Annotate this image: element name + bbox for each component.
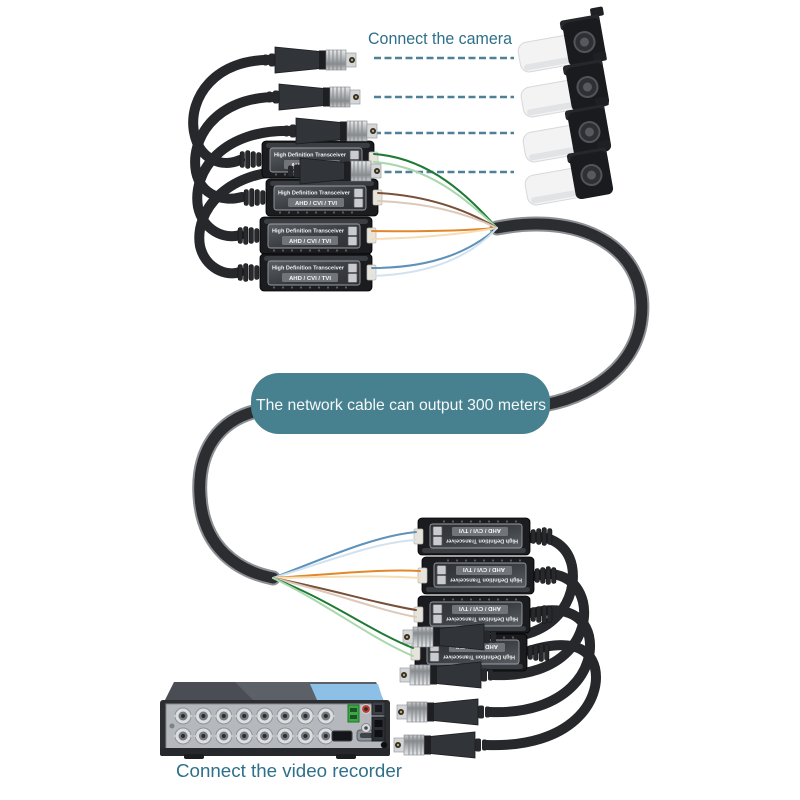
utp-blue-b bbox=[272, 531, 417, 579]
video-balun-4: High Definition Transceiver AHD / CVI / … bbox=[237, 253, 377, 292]
dvr-bottom-edge bbox=[160, 748, 390, 756]
balun-label-line1: High Definition Transceiver bbox=[443, 654, 515, 660]
utp-green-b bbox=[272, 577, 414, 649]
caption-connect-recorder: Connect the video recorder bbox=[176, 761, 402, 781]
strain-relief bbox=[239, 150, 262, 169]
balun-label-line1: High Definition Transceiver bbox=[274, 153, 346, 159]
top-pigtail-cables bbox=[188, 54, 303, 279]
camera-dashed-links bbox=[374, 56, 514, 174]
utp-brown-light bbox=[377, 200, 498, 229]
banner-text: The network cable can output 300 meters bbox=[256, 397, 546, 414]
utp-orange-light-b bbox=[272, 575, 421, 579]
pigtail-cable-3 bbox=[192, 125, 299, 242]
balun-label-line1: High Definition Transceiver bbox=[272, 266, 344, 272]
caption-connect-camera: Connect the camera bbox=[368, 29, 513, 48]
usb-slot bbox=[374, 730, 383, 737]
bnc-plug-6 bbox=[399, 661, 494, 689]
audio-terminal-block bbox=[347, 704, 360, 723]
video-balun-5: High Definition Transceiver AHD / CVI / … bbox=[413, 517, 553, 556]
screw bbox=[169, 723, 175, 729]
bnc-plug-8 bbox=[393, 731, 488, 759]
video-balun-6: High Definition Transceiver AHD / CVI / … bbox=[417, 556, 557, 595]
dvr-foot bbox=[184, 754, 204, 759]
balun-label-line1: High Definition Transceiver bbox=[446, 538, 518, 544]
pigtail-cable-8 bbox=[482, 640, 601, 751]
bnc-plug-3 bbox=[283, 117, 378, 145]
utp-blue-light bbox=[371, 227, 498, 277]
utp-green-light bbox=[373, 161, 498, 229]
utp-orange-b bbox=[272, 569, 421, 579]
balun-label-line1: High Definition Transceiver bbox=[272, 229, 344, 235]
balun-label-line1: High Definition Transceiver bbox=[446, 616, 518, 622]
hdmi-port bbox=[331, 730, 353, 742]
bnc-plug-5 bbox=[402, 623, 497, 651]
video-balun-7: High Definition Transceiver AHD / CVI / … bbox=[413, 595, 553, 634]
ethernet-slot bbox=[375, 705, 382, 712]
balun-label-line2: AHD / CVI / TVI bbox=[458, 605, 501, 611]
pigtail-cable-4 bbox=[194, 165, 303, 279]
balun-label-line2: AHD / CVI / TVI bbox=[295, 201, 338, 207]
rca-jack-red-center bbox=[364, 707, 368, 711]
dvr-foot bbox=[336, 754, 356, 759]
balun-label-line2: AHD / CVI / TVI bbox=[462, 566, 505, 572]
dvr-recorder bbox=[160, 682, 390, 759]
utp-green bbox=[373, 153, 498, 229]
banner-callout: The network cable can output 300 meters bbox=[251, 373, 550, 434]
balun-label-line1: High Definition Transceiver bbox=[278, 191, 350, 197]
video-balun-3: High Definition Transceiver AHD / CVI / … bbox=[237, 216, 377, 255]
balun-label-line2: AHD / CVI / TVI bbox=[289, 276, 332, 282]
utp-blue-light-b bbox=[272, 539, 417, 579]
balun-label-line2: AHD / CVI / TVI bbox=[289, 239, 332, 245]
banner-bubble bbox=[251, 373, 550, 434]
utp-green-light-b bbox=[272, 577, 414, 657]
utp-orange-light bbox=[371, 227, 498, 240]
pigtail-cable-7 bbox=[485, 605, 595, 718]
bnc-plug-2 bbox=[266, 83, 361, 111]
utp-brown-b bbox=[272, 577, 417, 611]
strain-relief bbox=[243, 188, 266, 207]
utp-blue bbox=[371, 227, 498, 269]
power-jack bbox=[380, 741, 388, 749]
bnc-plug-1 bbox=[262, 46, 357, 74]
bottom-utp-wires bbox=[272, 531, 421, 657]
strain-relief bbox=[237, 226, 260, 245]
pigtail-cable-1 bbox=[188, 54, 278, 168]
balun-label-line1: High Definition Transceiver bbox=[450, 577, 522, 583]
usb-slot bbox=[374, 720, 383, 727]
strain-relief bbox=[237, 263, 260, 282]
top-utp-wires bbox=[371, 153, 498, 277]
vga-pins bbox=[360, 733, 375, 738]
pigtail-cable-6 bbox=[488, 569, 590, 681]
terminal-slot bbox=[350, 708, 357, 712]
video-balun-2: High Definition Transceiver AHD / CVI / … bbox=[243, 178, 383, 217]
dvr-blue-stripe bbox=[310, 684, 383, 700]
bnc-plug-7 bbox=[396, 698, 491, 726]
utp-brown-light-b bbox=[272, 577, 417, 618]
bnc-plug-4 bbox=[287, 157, 382, 185]
rca-jack-audio-center bbox=[364, 726, 368, 730]
balun-label-line2: AHD / CVI / TVI bbox=[458, 527, 501, 533]
terminal-slot bbox=[350, 715, 357, 719]
